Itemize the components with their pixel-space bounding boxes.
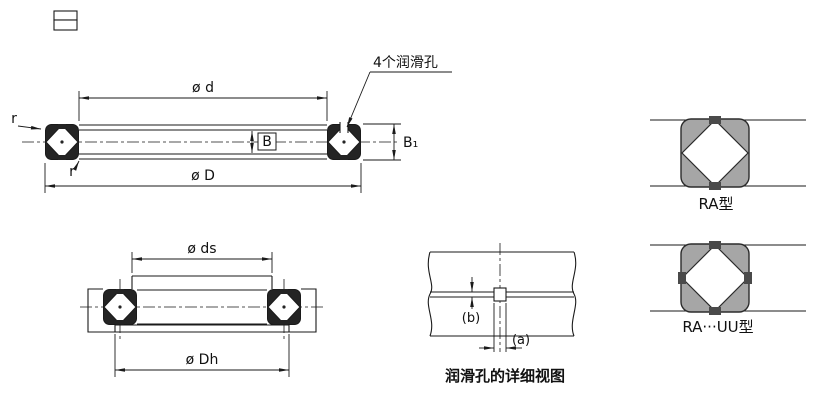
- left-seal-mark: [678, 272, 686, 284]
- type-ra-uu-symbol: RA···UU型: [650, 241, 806, 336]
- lube-holes-callout: 4个润滑孔: [346, 54, 452, 128]
- dim-a: (a): [479, 303, 530, 352]
- top-tab: [709, 116, 721, 124]
- lubrication-hole: [339, 122, 349, 133]
- dim-chamfer-radius-top: r: [11, 111, 42, 130]
- lube-hole-section: [493, 287, 507, 302]
- left-bearing-section: [103, 288, 137, 326]
- bottom-tab: [709, 182, 721, 190]
- hole-opening: [340, 122, 348, 133]
- clamp-flange: [131, 275, 273, 289]
- dim-label-B1: B₁: [403, 135, 418, 151]
- type-ra-uu-label: RA···UU型: [682, 318, 753, 336]
- lube-holes-label: 4个润滑孔: [373, 54, 438, 71]
- r-label: r: [11, 111, 17, 127]
- leader-line: [17, 125, 42, 130]
- housing-profile: [87, 288, 317, 333]
- leader-line: [346, 71, 371, 128]
- lube-hole-detail-view: (b) (a) 润滑孔的详细视图: [427, 243, 577, 385]
- dim-housing-bore-diameter: ø Dh: [114, 334, 290, 377]
- right-bearing-section: [267, 288, 301, 326]
- dim-bore-diameter: ø d: [78, 80, 328, 121]
- main-section-view: ø d ø D B B₁ r r: [11, 10, 452, 193]
- left-bearing-section: [45, 123, 79, 161]
- label-box: [257, 132, 277, 151]
- dim-outer-diameter: ø D: [44, 163, 362, 193]
- type-ra-symbol: RA型: [650, 116, 806, 213]
- dim-spigot-diameter: ø ds: [131, 241, 273, 273]
- break-line: [571, 251, 577, 337]
- mounting-section-view: ø ds ø Dh: [80, 241, 324, 377]
- dim-chamfer-radius-inner: r: [69, 160, 80, 180]
- leader-line: [72, 160, 80, 171]
- break-line: [427, 251, 433, 337]
- dim-label-a: (a): [512, 333, 530, 348]
- detail-view-caption: 润滑孔的详细视图: [445, 367, 565, 385]
- detail-mark: [53, 10, 78, 21]
- dim-label-d: ø d: [192, 80, 214, 96]
- right-seal-mark: [744, 272, 752, 284]
- dim-label-D: ø D: [191, 168, 215, 184]
- dim-label-B: B: [262, 134, 272, 150]
- dim-label-ds: ø ds: [187, 241, 216, 257]
- dim-label-Dh: ø Dh: [186, 352, 219, 368]
- dim-outer-width: B₁: [363, 123, 418, 161]
- detail-mark: [53, 19, 78, 31]
- type-ra-label: RA型: [698, 195, 733, 213]
- corner-detail-marks: [53, 10, 78, 31]
- dim-label-b: (b): [462, 311, 480, 326]
- dim-inner-width: B: [250, 131, 277, 153]
- top-tab: [709, 241, 721, 249]
- housing-outline: [87, 288, 317, 333]
- dim-b: (b): [462, 277, 480, 326]
- bottom-tab: [709, 307, 721, 315]
- r-label: r: [69, 164, 75, 180]
